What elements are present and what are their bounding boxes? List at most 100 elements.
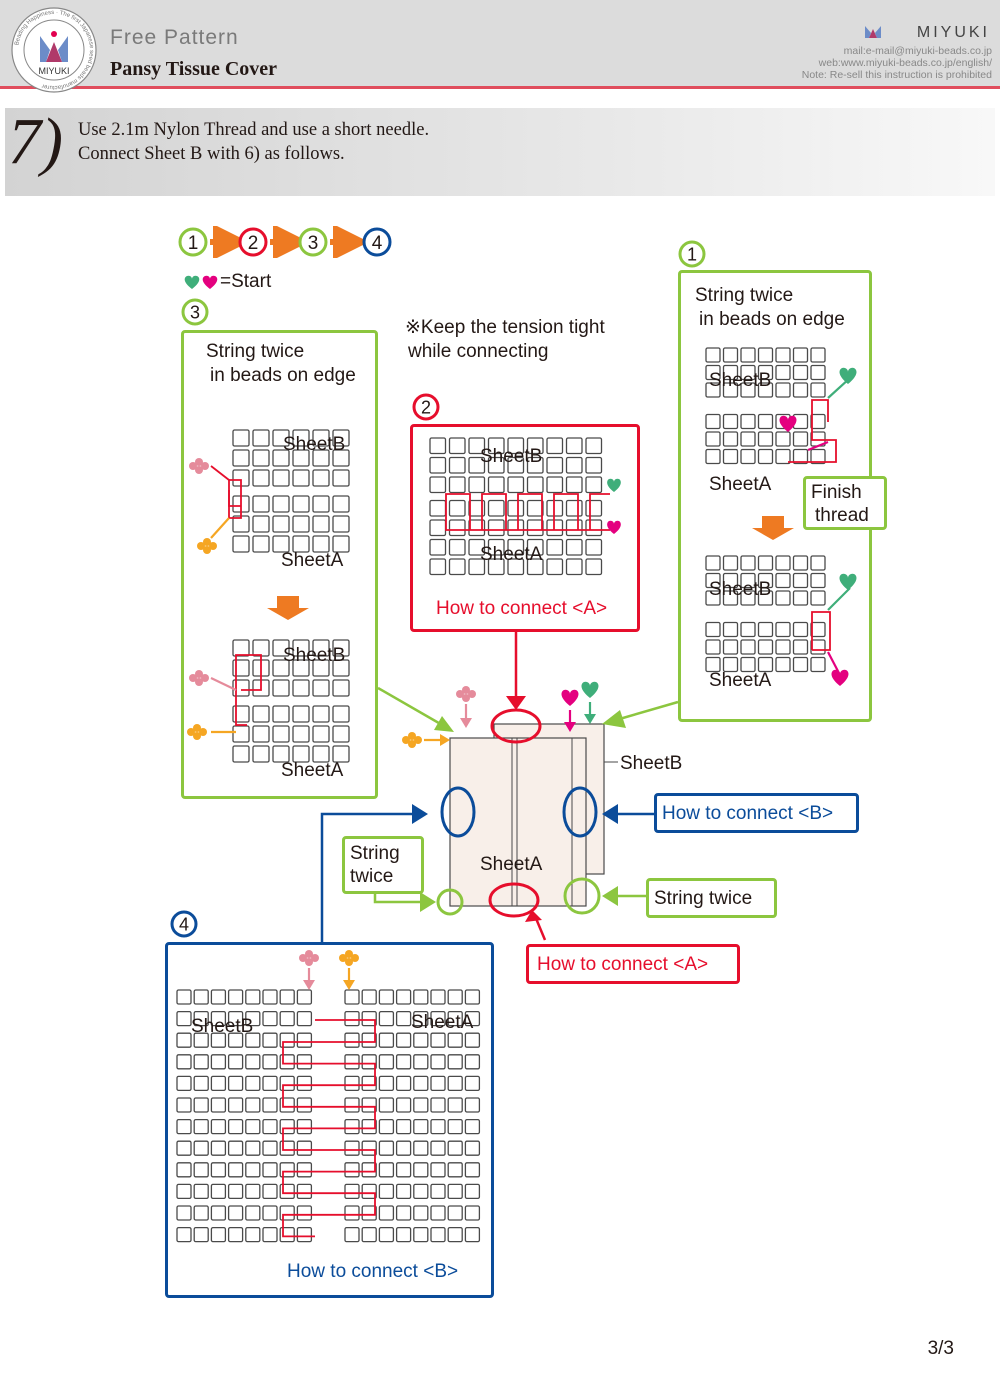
bead [468,476,486,494]
bead [740,347,756,363]
bead [413,1205,429,1221]
thread-path [235,654,262,726]
bead [227,1162,244,1178]
bead [232,639,250,657]
bead [565,499,583,517]
arrow-down-icon [303,980,315,990]
clover-icon [189,458,209,474]
bead [413,1118,429,1135]
bead [312,535,330,553]
bead [344,1075,360,1092]
arrow-right-icon [412,804,428,824]
bead [430,1118,446,1135]
svg-text:1: 1 [687,245,697,265]
bead [487,456,505,474]
bead [332,429,350,447]
bead [585,476,603,494]
bead [447,1226,463,1243]
bead [312,449,330,467]
bead [705,639,721,655]
bead [448,558,466,576]
bead [361,1118,377,1135]
bead [447,1118,463,1135]
bead [378,1162,395,1178]
bead [395,1010,412,1027]
bead [252,469,270,487]
bead [705,382,721,398]
bead [193,1054,209,1070]
string-twice-left-line1: String [350,843,400,864]
thread-path [282,1019,376,1238]
thread-start-arrow-icon [827,587,851,611]
bead [448,476,466,494]
bead [332,725,350,743]
header-note: Note: Re-sell this instruction is prohib… [801,69,992,81]
bead [585,538,603,556]
bead [272,705,290,723]
bead [227,1205,244,1221]
bead [245,1054,261,1070]
bead [210,1162,227,1178]
bead [312,639,330,657]
bead [413,1226,429,1243]
bead [344,1140,360,1156]
bead [296,1162,313,1178]
box3-instruction-line2: in beads on edge [210,365,356,386]
bead [792,431,809,447]
bead [252,535,270,553]
thread-path [788,399,837,463]
bead [193,1140,209,1156]
bead [252,449,270,467]
bead [344,1032,360,1048]
bead [464,1054,481,1070]
center-sheet-b-label: SheetB [620,753,683,774]
bead [464,1162,481,1178]
bead [292,515,310,533]
bead [447,1162,463,1178]
bead [468,499,486,517]
bead [447,1097,463,1113]
bead [227,1010,244,1027]
bead [176,989,192,1005]
bead [272,469,290,487]
bead [232,705,250,723]
bead [361,1183,377,1200]
bead [245,1118,261,1135]
bead [775,590,791,606]
assembly-diagram [320,632,679,942]
bead [487,538,505,556]
bead [262,1226,278,1243]
bead [232,429,250,447]
bead [775,555,791,571]
box2-caption: How to connect <A> [436,598,608,619]
bead [526,558,544,576]
bead [344,1097,360,1113]
bead [792,382,809,398]
connect-a-bottom-marker [488,882,540,918]
bead [565,476,583,494]
page-number: 3/3 [927,1338,954,1359]
bead [757,448,774,465]
bead [378,1118,395,1135]
bead [810,555,826,571]
pink-heart-icon [607,520,621,534]
bead [312,469,330,487]
string-twice-left-line2: twice [350,866,394,887]
bead [507,499,525,517]
bead [775,431,791,447]
bead [507,558,525,576]
bead [262,1162,278,1178]
bead-grid [176,989,481,1243]
bead [705,413,721,430]
bead [378,1097,395,1113]
bead [413,1010,429,1027]
box1-diagram: SheetB SheetA SheetB SheetA [705,347,857,691]
legend-step-3 [298,227,328,257]
bead [296,1010,313,1027]
bead [757,364,774,381]
bead [447,1183,463,1200]
connect-b-callout [654,793,859,833]
start-hearts-icon [184,275,218,289]
step-band [5,108,995,196]
bead [210,1010,227,1027]
